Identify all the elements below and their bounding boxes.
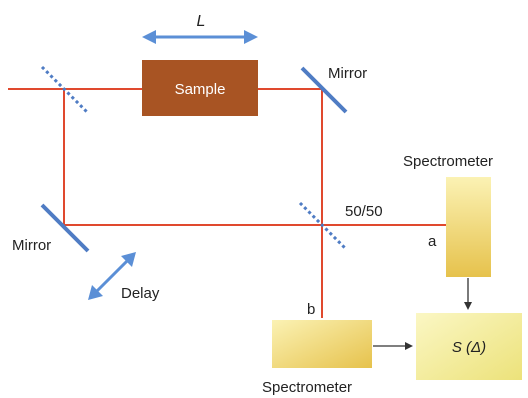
mirror-bottom-left-label: Mirror	[12, 237, 51, 254]
port-b-label: b	[307, 301, 315, 318]
mirror-bottom-left: Mirror	[12, 203, 90, 254]
connectors	[373, 278, 472, 350]
spectrometer-bottom-box	[272, 320, 372, 368]
signal-output: S (Δ)	[416, 313, 522, 380]
delay-indicator: Delay	[88, 252, 160, 302]
spectrometer-right-box	[446, 177, 491, 277]
signal-label: S (Δ)	[452, 339, 486, 356]
delay-arrow-head-up	[121, 252, 136, 267]
port-a-label: a	[428, 233, 437, 250]
mirror-bottom-left-bar	[40, 203, 90, 253]
length-arrow-head-left	[142, 30, 156, 44]
length-indicator: L	[142, 13, 258, 44]
spectrometer-bottom-label: Spectrometer	[262, 379, 352, 396]
mirror-top-right-label: Mirror	[328, 65, 367, 82]
beam-paths	[8, 88, 446, 318]
sample: Sample	[142, 60, 258, 116]
spectrometer-bottom: Spectrometer	[262, 320, 372, 396]
beam-splitter-center: 50/50	[298, 201, 383, 251]
beam-splitter-top-left	[40, 65, 90, 115]
signal-box	[416, 313, 522, 380]
delay-arrow-shaft	[94, 258, 130, 294]
delay-label: Delay	[121, 285, 160, 302]
length-arrow-head-right	[244, 30, 258, 44]
spectrometer-right: Spectrometer	[403, 153, 493, 277]
mirror-top-right-bar	[300, 66, 348, 114]
beam-splitter-center-bar	[298, 201, 348, 251]
sample-box	[142, 60, 258, 116]
sample-label: Sample	[175, 81, 226, 98]
length-label: L	[197, 13, 206, 30]
mirror-top-right: Mirror	[300, 65, 367, 114]
delay-arrow-head-down	[88, 285, 103, 300]
splitter-ratio-label: 50/50	[345, 203, 383, 220]
spectrometer-right-label: Spectrometer	[403, 153, 493, 170]
